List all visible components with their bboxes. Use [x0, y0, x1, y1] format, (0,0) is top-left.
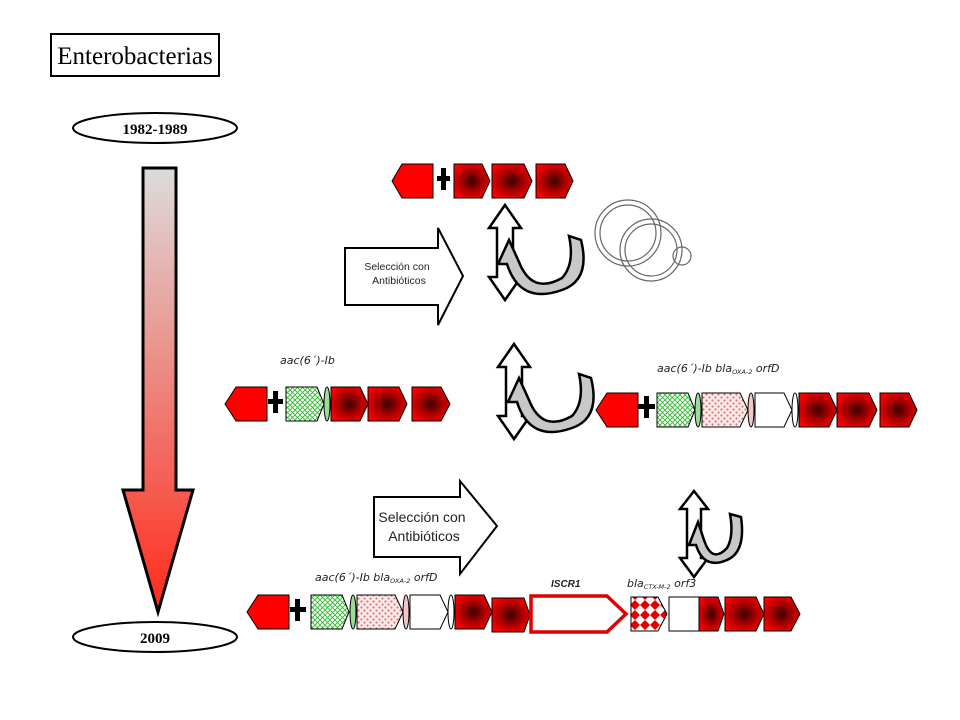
selection-label-line2: Antibióticos: [372, 275, 426, 287]
plasmid-icon: [594, 199, 692, 282]
gene-label-ctx: blaCTX-M-2 orf3: [627, 577, 696, 591]
timeline-start-oval: 1982-1989: [72, 112, 238, 144]
integrase-gene: [595, 392, 639, 428]
curved-arrow-upper: [496, 234, 585, 296]
gene-label-aac: aac(6´)-Ib: [280, 354, 335, 367]
attC-site: [323, 386, 331, 422]
cassette-gene: [491, 597, 531, 633]
orfD-cassette: [754, 392, 793, 428]
attC-site: [447, 594, 455, 630]
label-sub: OXA-2: [390, 577, 410, 585]
ctx-m-2-gene: [630, 596, 668, 632]
gene-label-aac-oxa: aac(6´)-Ib blaOXA-2 orfD: [315, 571, 438, 585]
integron-row-3: [246, 594, 801, 634]
selection-label-line1: Selección con: [364, 261, 430, 273]
aac-cassette: [656, 392, 696, 428]
oxa-cassette: [356, 594, 404, 630]
gene-label-aac-oxa: aac(6´)-Ib blaOXA-2 orfD: [657, 362, 780, 376]
selection-arrow-large: Selección con Antibióticos: [373, 478, 499, 577]
integrase-gene: [224, 386, 268, 422]
cassette-gene: [454, 594, 493, 630]
curved-arrow-lower: [687, 512, 744, 565]
attI-site-marker: [268, 391, 283, 413]
integron-row-2-right: [595, 392, 918, 428]
label-tail: orfD: [752, 362, 779, 375]
time-arrow: [121, 166, 195, 618]
selection-arrow-small: Selección con Antibióticos: [344, 227, 465, 326]
cassette-gene: [535, 163, 574, 199]
attC-site: [402, 594, 410, 630]
attI-site-marker: [638, 396, 655, 418]
timeline-start-label: 1982-1989: [123, 122, 188, 138]
page-title: Enterobacterias: [57, 43, 212, 70]
cassette-gene: [491, 163, 533, 199]
curved-arrow-middle: [506, 372, 595, 434]
attI-site-marker: [290, 599, 306, 621]
attC-site: [747, 392, 755, 428]
cassette-gene: [411, 386, 451, 422]
label-tail: orf3: [671, 577, 697, 590]
orfD-cassette: [409, 594, 449, 630]
orf3-gene: [668, 596, 700, 632]
oxa-cassette: [701, 392, 749, 428]
label-main: bla: [627, 577, 644, 590]
cassette-gene: [879, 392, 918, 428]
cassette-gene: [836, 392, 878, 428]
integron-row-2-left: [224, 386, 451, 422]
cassette-gene: [763, 596, 801, 632]
iscr1-element: [529, 594, 629, 634]
aac-cassette: [310, 594, 350, 630]
attI-site-marker: [437, 168, 450, 190]
cassette-gene: [330, 386, 369, 422]
selection-label-line2: Antibióticos: [388, 528, 460, 544]
attC-site: [349, 594, 357, 630]
timeline-end-oval: 2009: [72, 621, 238, 653]
timeline-end-label: 2009: [140, 631, 170, 647]
cassette-gene: [698, 596, 725, 632]
cassette-gene: [367, 386, 408, 422]
selection-label-line1: Selección con: [378, 509, 465, 525]
title-box: Enterobacterias: [50, 33, 220, 77]
attC-site: [791, 392, 799, 428]
aac-cassette: [285, 386, 325, 422]
label-main: aac(6´)-Ib bla: [315, 571, 390, 584]
label-sub: OXA-2: [732, 368, 752, 376]
integron-row-1: [391, 163, 574, 199]
integrase-gene: [391, 163, 434, 199]
cassette-gene: [724, 596, 765, 632]
integrase-gene: [246, 594, 290, 630]
attC-site: [694, 392, 702, 428]
label-main: aac(6´)-Ib bla: [657, 362, 732, 375]
iscr-label: ISCR1: [551, 579, 581, 590]
label-sub: CTX-M-2: [644, 583, 671, 591]
label-tail: orfD: [410, 571, 437, 584]
cassette-gene: [798, 392, 838, 428]
cassette-gene: [453, 163, 491, 199]
